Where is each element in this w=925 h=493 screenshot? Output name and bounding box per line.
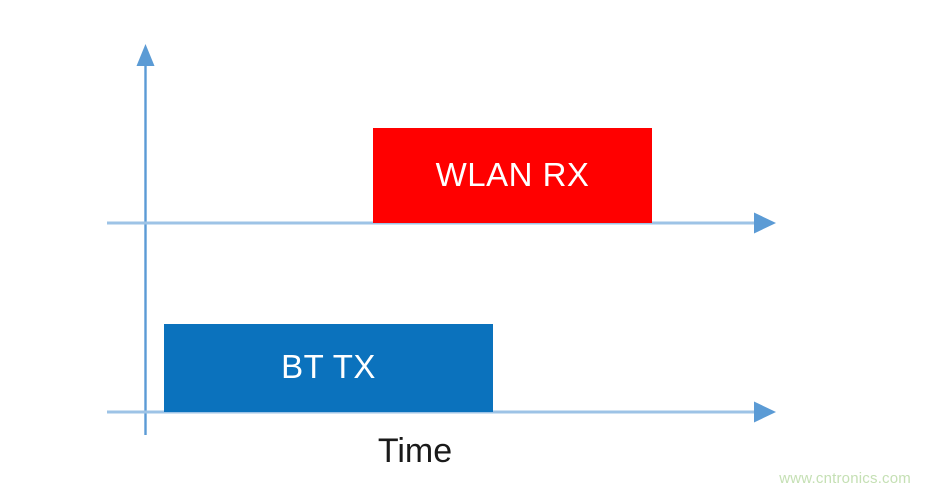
bt-tx-label: BT TX xyxy=(281,348,376,385)
time-axis-label: Time xyxy=(377,432,453,470)
vertical-axis-arrow-icon xyxy=(136,44,155,66)
wlan-timeline-arrow-icon xyxy=(754,212,776,234)
wlan-rx-label: WLAN RX xyxy=(435,155,590,193)
wlan-rx-activity-block: WLAN RX xyxy=(373,128,652,223)
watermark-text: www.cntronics.com xyxy=(779,470,911,487)
bt-tx-activity-block: BT TX xyxy=(164,324,493,412)
bt-timeline-arrow-icon xyxy=(754,401,776,423)
